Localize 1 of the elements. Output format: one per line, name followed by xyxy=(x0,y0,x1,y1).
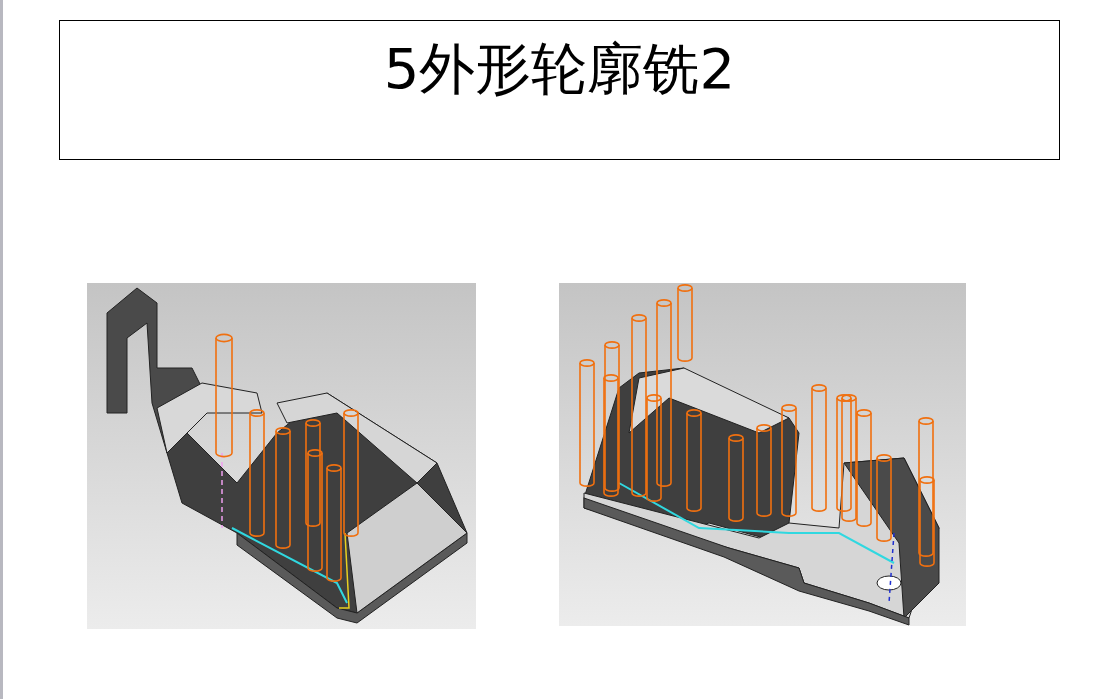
title-text: 5外形轮廓铣2 xyxy=(382,35,737,103)
